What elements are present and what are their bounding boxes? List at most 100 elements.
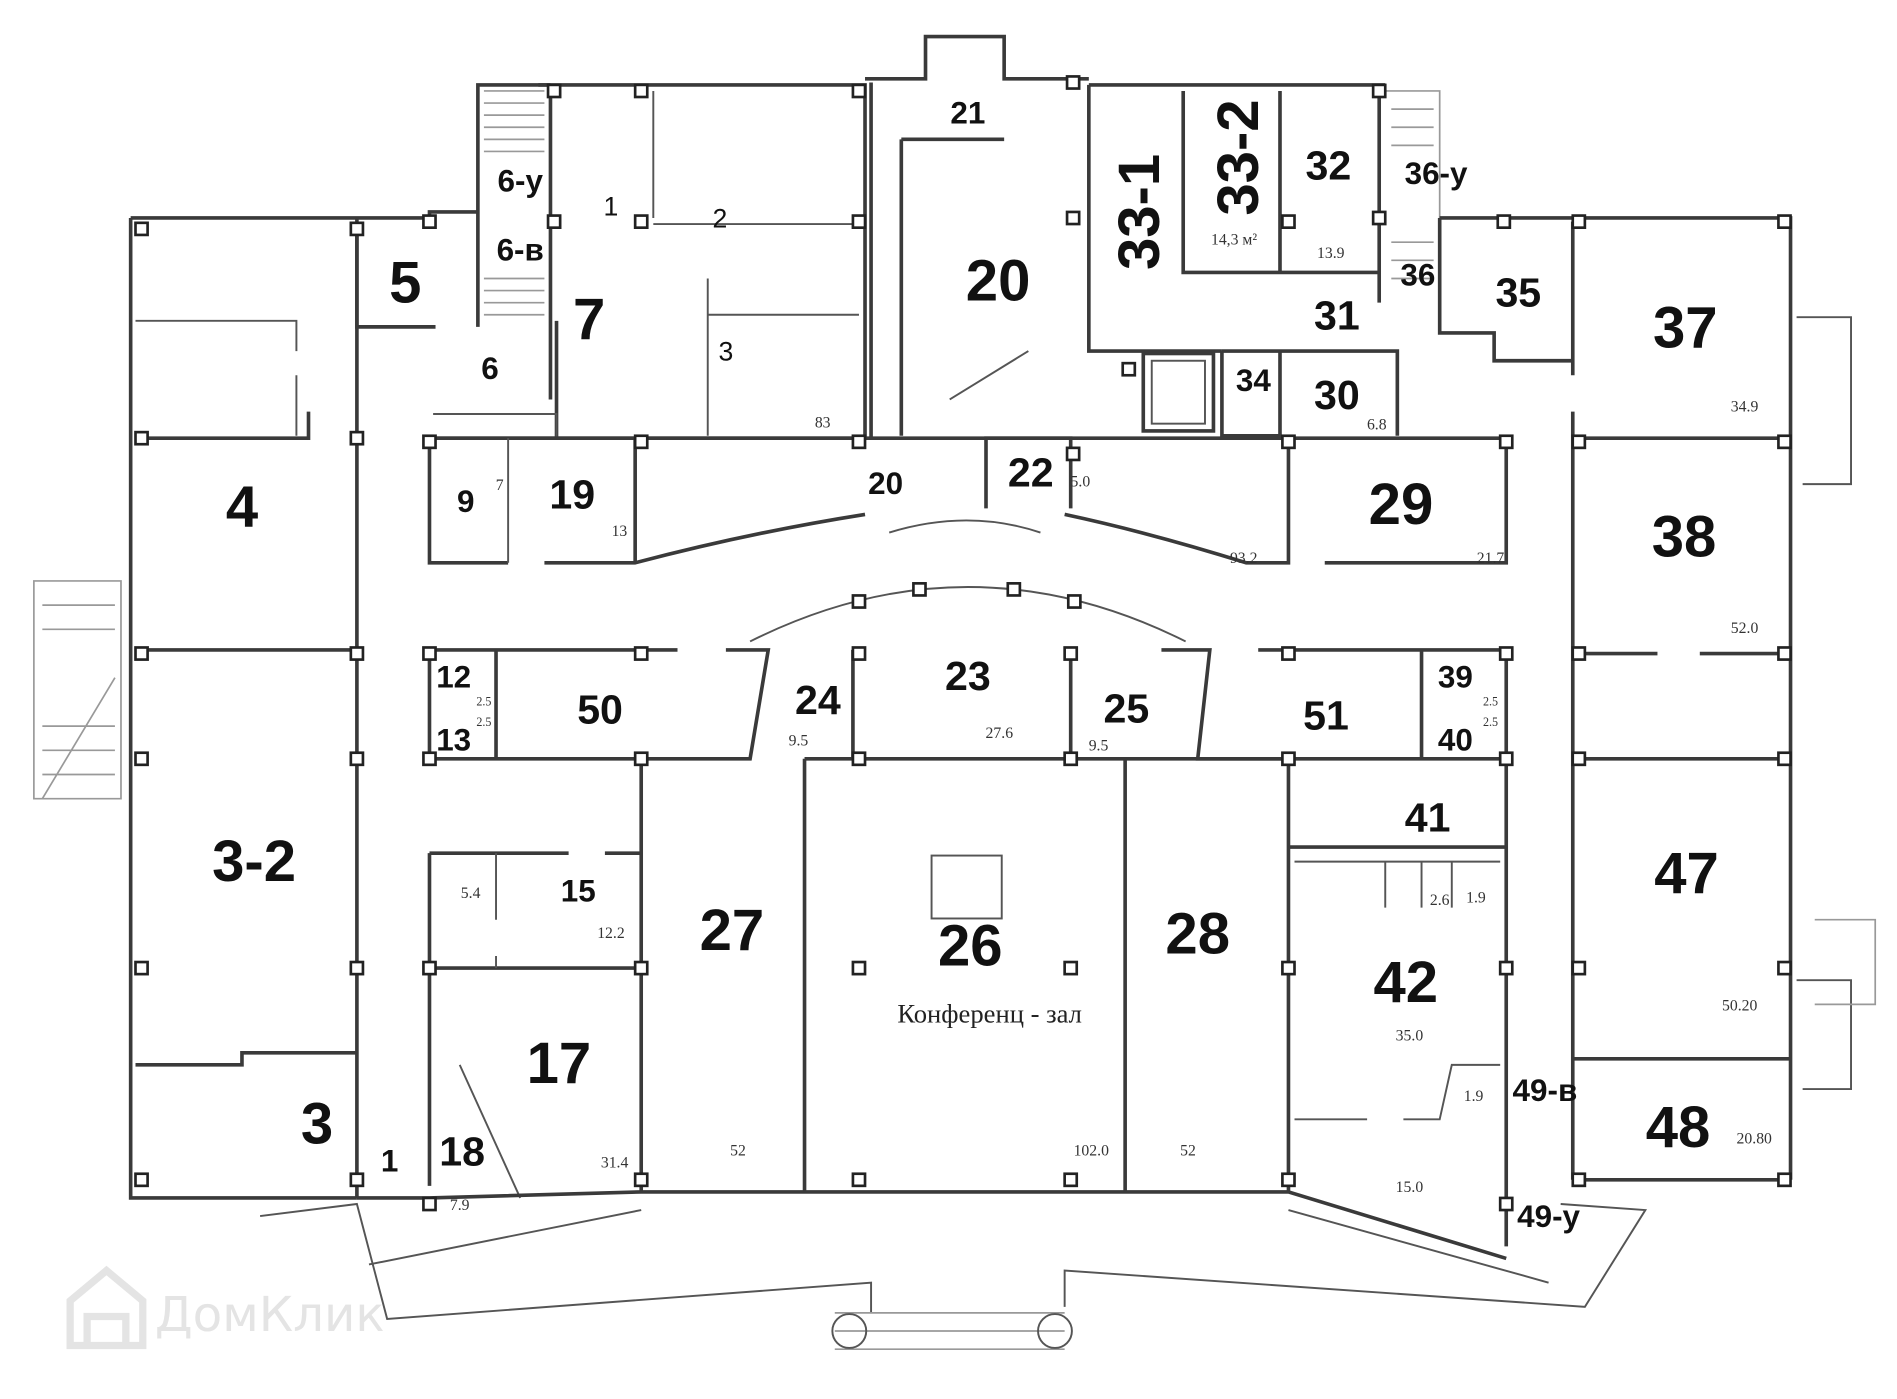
column-marker [851,1172,867,1188]
room-number-label: 5 [389,251,421,316]
column-marker [851,646,867,661]
area-label: 2.5 [476,715,491,729]
area-label: 2.5 [1483,715,1498,729]
room-number-label: 9 [457,484,474,519]
room-number-label: 1 [604,192,619,222]
area-label: 52.0 [1731,620,1759,637]
area-label: 35.0 [1396,1028,1424,1045]
columns [134,75,1792,1212]
area-label: 12.2 [597,925,625,942]
room-number-label: 27 [700,898,765,963]
room-number-label: 40 [1438,722,1473,757]
column-marker [546,214,562,230]
column-marker [1571,1172,1587,1188]
room-number-label: 38 [1652,505,1717,570]
watermark: ДомКлик [66,1265,385,1350]
room-number-label: 6-у [498,163,544,198]
area-label: 20.80 [1737,1131,1773,1148]
room-number-label: 48 [1646,1095,1711,1160]
column-marker [134,960,149,976]
room-number-label: 6-в [497,232,544,267]
room-number-label: 49-в [1513,1073,1578,1108]
room-number-label: 17 [527,1031,592,1096]
column-marker [633,751,649,767]
column-marker [422,646,437,661]
room-number-label: 28 [1165,902,1230,967]
room-number-label: 7 [573,287,605,352]
column-marker [422,1196,437,1212]
column-marker [134,430,149,446]
room-number-label: 3-2 [212,829,296,894]
area-label: 7.9 [450,1197,470,1214]
column-marker [134,221,149,237]
area-label: 52 [1180,1143,1196,1160]
column-marker [851,434,867,450]
column-marker [1571,960,1587,976]
column-marker [1371,83,1387,99]
column-marker [1063,1172,1079,1188]
room-number-label: 24 [795,677,841,723]
area-label: 2.5 [476,695,491,709]
column-marker [422,434,437,450]
room-number-label: 33-1 [1107,154,1172,270]
room-number-label: 31 [1314,292,1360,338]
column-marker [633,214,649,230]
area-label: 1.9 [1464,1088,1484,1105]
column-marker [851,214,867,230]
column-marker [1777,1172,1792,1188]
column-marker [1777,751,1792,767]
area-label: 15.0 [1396,1179,1424,1196]
room-number-label: 37 [1653,295,1718,360]
room-number-label: 41 [1405,794,1451,840]
room-number-label: 18 [439,1128,485,1174]
column-marker [1498,751,1514,767]
room-number-label: 32 [1306,142,1352,188]
room-number-label: 30 [1314,372,1360,418]
room-number-label: 47 [1654,841,1719,906]
column-marker [1371,210,1387,226]
area-label: 6.8 [1367,417,1387,434]
column-marker [134,1172,149,1188]
room-number-label: 21 [950,96,985,131]
column-marker [633,1172,649,1188]
column-marker [349,751,365,767]
area-label: 9.5 [1089,737,1109,754]
room-number-label: 3 [718,337,733,367]
area-label: 83 [815,414,831,431]
column-marker [422,214,437,230]
column-marker [1498,646,1514,661]
room-number-label: 25 [1103,685,1149,731]
column-marker [851,594,867,609]
room-number-label: 39 [1438,659,1473,694]
room-number-label: 22 [1008,450,1054,496]
column-marker [1066,594,1082,609]
room-number-label: 51 [1303,693,1349,739]
column-marker [1281,434,1296,450]
room-number-label: 4 [226,474,258,539]
column-marker [1498,960,1514,976]
column-marker [1571,646,1587,661]
room-number-label: 34 [1236,363,1271,398]
column-marker [1496,214,1512,230]
column-marker [633,960,649,976]
column-marker [1777,214,1792,230]
area-label: 5.0 [1071,474,1091,491]
column-marker [1281,214,1296,230]
room-number-label: 33-2 [1206,99,1271,215]
room-number-label: 36 [1400,258,1435,293]
column-marker [1777,646,1792,661]
column-marker [349,1172,365,1188]
column-marker [1571,434,1587,450]
area-label: 21.7 [1477,550,1505,567]
column-marker [546,83,562,99]
column-marker [633,646,649,661]
column-marker [1571,751,1587,767]
room-name-label: Конференц - зал [897,999,1082,1029]
area-label: 1.9 [1466,890,1486,907]
area-label: 7 [496,477,504,494]
room-number-label: 29 [1369,472,1434,537]
column-marker [134,751,149,767]
column-marker [1063,960,1079,976]
room-number-label: 35 [1495,269,1541,315]
